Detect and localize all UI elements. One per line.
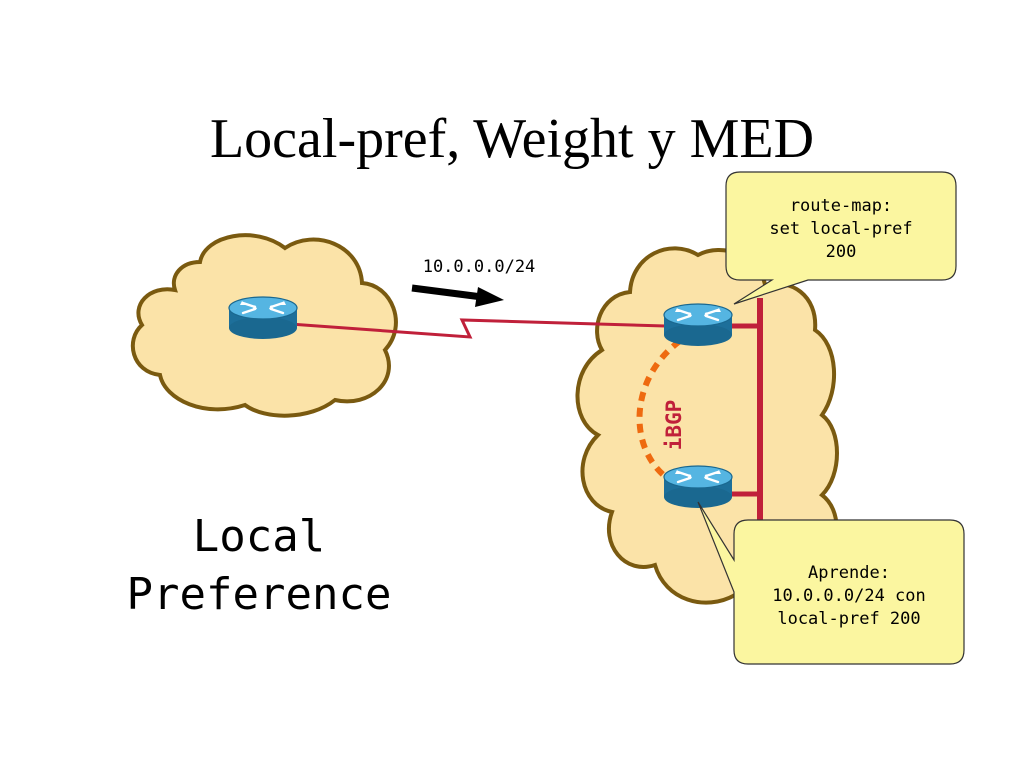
callout-top [725, 171, 957, 305]
callout-bottom [697, 501, 965, 665]
section-label-line2: Preference [127, 569, 392, 620]
callout-bottom-line1: Aprende: [808, 563, 890, 583]
ibgp-label: iBGP [662, 400, 686, 451]
callout-top-line1: route-map: [790, 196, 892, 216]
slide-title: Local-pref, Weight y MED [210, 108, 814, 170]
section-label-line1: Local [193, 511, 325, 562]
ibgp-session [636, 338, 682, 489]
router-bottom-icon [662, 464, 734, 510]
wan-link [261, 318, 701, 339]
arrow-head-icon [475, 287, 504, 307]
callout-bottom-line2: 10.0.0.0/24 con [772, 586, 926, 606]
router-left-icon [227, 295, 299, 341]
callout-top-line3: 200 [826, 242, 857, 262]
router-top-icon [662, 302, 734, 348]
announcement-arrow [411, 284, 483, 301]
callout-bottom-line3: local-pref 200 [777, 609, 920, 629]
prefix-label: 10.0.0.0/24 [423, 257, 536, 277]
callout-top-line2: set local-pref [769, 219, 912, 239]
